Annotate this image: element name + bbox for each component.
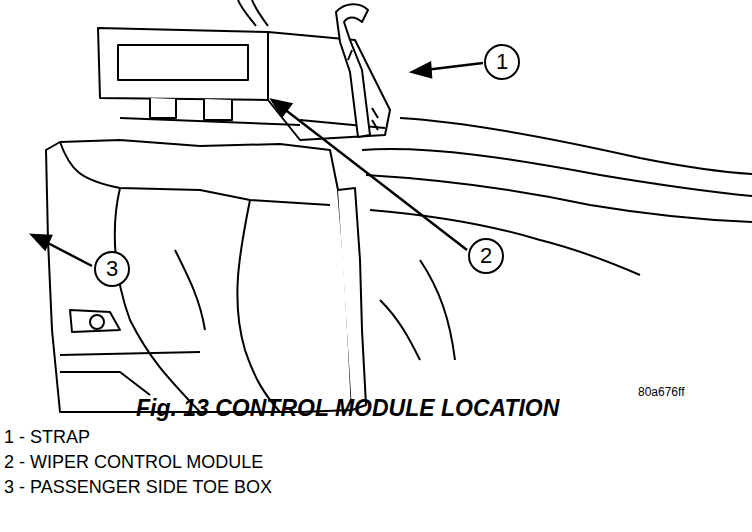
key-entry: 1 - STRAP <box>4 427 90 448</box>
callout-number: 1 <box>496 51 508 73</box>
callout-number: 2 <box>480 245 492 267</box>
callout-circle: 1 <box>484 44 520 80</box>
figure-code: 80a676ff <box>638 385 685 399</box>
key-entry: 3 - PASSENGER SIDE TOE BOX <box>4 477 272 498</box>
key-entry: 2 - WIPER CONTROL MODULE <box>4 452 263 473</box>
callout-circle: 2 <box>468 238 504 274</box>
figure-caption: Fig. 13 CONTROL MODULE LOCATION <box>136 395 559 422</box>
callout-number: 3 <box>106 258 118 280</box>
callout-circle: 3 <box>94 251 130 287</box>
